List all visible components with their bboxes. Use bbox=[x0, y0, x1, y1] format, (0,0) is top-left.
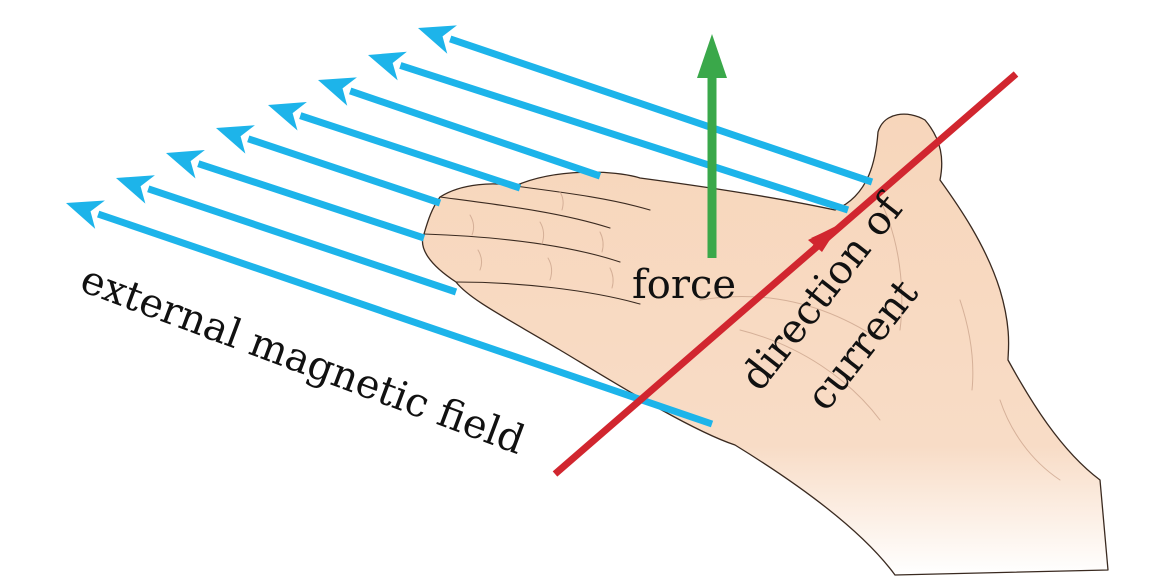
force-arrowhead bbox=[697, 34, 727, 78]
field-arrow-line-8 bbox=[97, 210, 714, 428]
field-arrowhead-4 bbox=[268, 102, 307, 131]
field-arrow-line-5 bbox=[247, 135, 442, 207]
field-arrow-line-7 bbox=[147, 185, 458, 296]
field-arrowhead-2 bbox=[368, 51, 407, 81]
current-line bbox=[552, 71, 1019, 477]
field-arrowhead-8 bbox=[66, 200, 105, 229]
field-arrowhead-3 bbox=[318, 77, 357, 106]
hand bbox=[421, 113, 1109, 576]
field-arrow-line-1 bbox=[449, 35, 874, 186]
field-arrow-line-2 bbox=[399, 62, 850, 214]
field-arrowhead-5 bbox=[216, 125, 255, 154]
field-arrow-line-3 bbox=[349, 87, 602, 180]
field-arrowhead-7 bbox=[116, 175, 155, 204]
field-arrowhead-6 bbox=[166, 150, 205, 179]
hand-outline bbox=[421, 113, 1109, 576]
field-arrow-line-6 bbox=[197, 160, 426, 242]
force-label: force bbox=[632, 262, 736, 308]
force-arrow bbox=[697, 34, 727, 258]
field-arrows bbox=[66, 25, 874, 428]
field-arrow-line-4 bbox=[299, 112, 522, 192]
field-arrowhead-1 bbox=[418, 25, 457, 54]
